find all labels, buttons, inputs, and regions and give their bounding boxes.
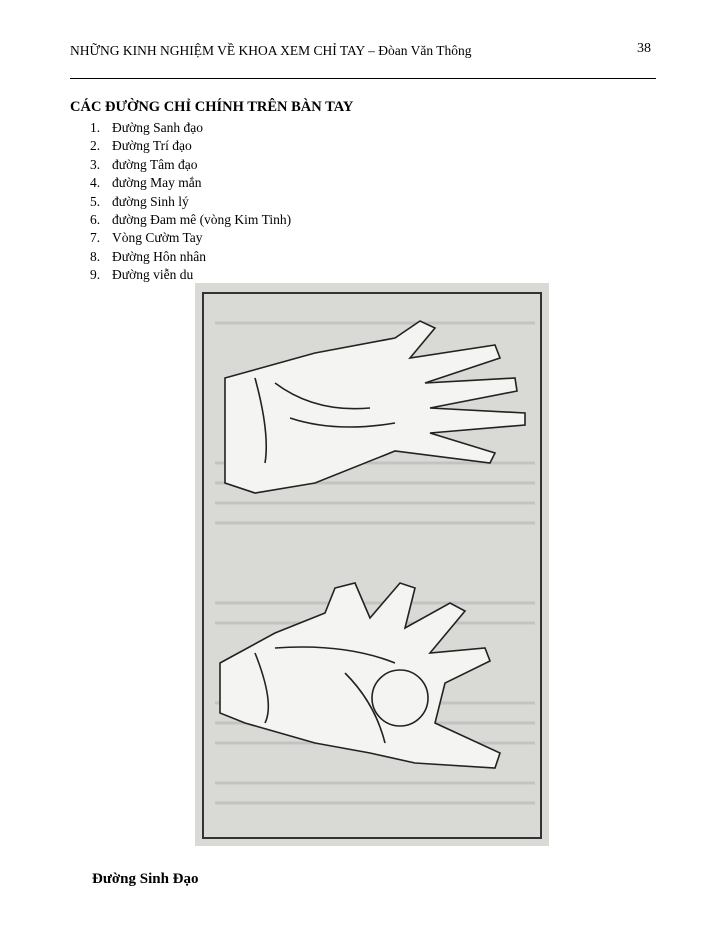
- list-item: 1. Đường Sanh đạo: [90, 119, 291, 137]
- list-text: Đường Trí đạo: [112, 138, 192, 154]
- header-divider: [70, 78, 656, 79]
- list-text: Vòng Cườm Tay: [112, 230, 203, 246]
- list-text: đường Sinh lý: [112, 193, 189, 209]
- subheading: Đường Sinh Đạo: [92, 871, 199, 887]
- list-text: đường Đam mê (vòng Kim Tinh): [112, 212, 292, 228]
- list-text: Đường Hôn nhân: [112, 248, 206, 264]
- list-number: 8.: [90, 248, 101, 264]
- list-number: 4.: [90, 175, 101, 191]
- list-number: 2.: [90, 138, 101, 154]
- list-number: 6.: [90, 212, 101, 228]
- list-item: 3. đường Tâm đạo: [90, 156, 291, 174]
- palm-lines-list: 1. Đường Sanh đạo 2. Đường Trí đạo 3. đường…: [90, 119, 291, 285]
- palm-diagram-scan: [195, 283, 549, 846]
- list-text: đường Tâm đạo: [112, 156, 198, 172]
- list-number: 1.: [90, 120, 101, 135]
- list-item: 4. đường May mắn: [90, 174, 291, 192]
- list-item: 5. đường Sinh lý: [90, 193, 291, 211]
- list-text: Đường Sanh đạo: [112, 120, 203, 135]
- hands-illustration: [202, 292, 542, 839]
- section-title: CÁC ĐƯỜNG CHỈ CHÍNH TRÊN BÀN TAY: [70, 99, 354, 115]
- list-number: 3.: [90, 156, 101, 172]
- list-number: 5.: [90, 193, 101, 209]
- list-item: 8. Đường Hôn nhân: [90, 248, 291, 266]
- page-number: 38: [637, 41, 651, 56]
- running-header: NHỮNG KINH NGHIỆM VỀ KHOA XEM CHỈ TAY – …: [70, 43, 472, 58]
- list-number: 9.: [90, 267, 101, 283]
- list-text: Đường viễn du: [112, 267, 194, 283]
- list-item: 2. Đường Trí đạo: [90, 137, 291, 155]
- list-text: đường May mắn: [112, 175, 202, 191]
- list-number: 7.: [90, 230, 101, 246]
- list-item: 7. Vòng Cườm Tay: [90, 229, 291, 247]
- list-item: 6. đường Đam mê (vòng Kim Tinh): [90, 211, 291, 229]
- lower-hand: [219, 582, 501, 769]
- upper-hand: [224, 320, 526, 494]
- list-item: 9. Đường viễn du: [90, 266, 291, 284]
